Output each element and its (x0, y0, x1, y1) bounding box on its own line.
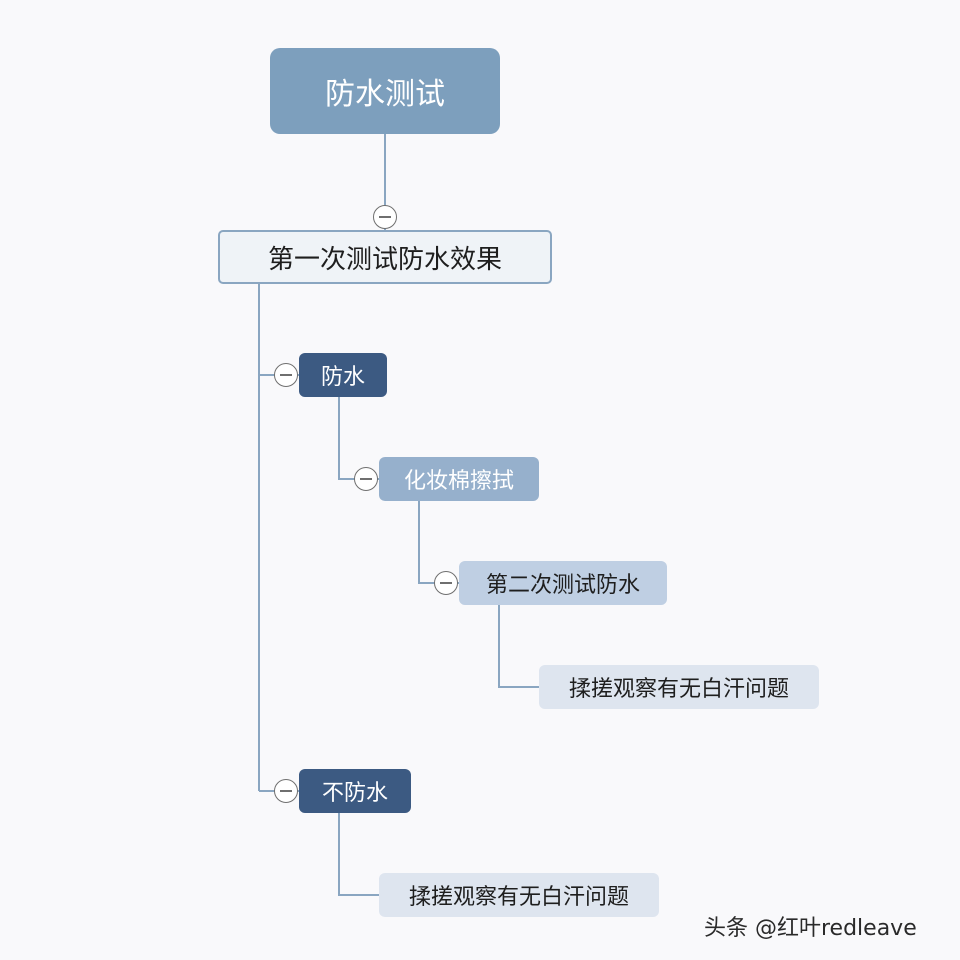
connector-waterproof-huazhuang (338, 397, 379, 480)
cotton-wipe-label: 化妆棉擦拭 (403, 469, 514, 494)
connector-notwaterproof-rub (338, 813, 379, 896)
second-test-node[interactable]: 第二次测试防水 (459, 561, 667, 605)
not-waterproof-label: 不防水 (321, 781, 388, 806)
waterproof-node[interactable]: 防水 (299, 353, 387, 397)
rub-observe-label: 揉搓观察有无白汗问题 (568, 677, 789, 702)
not-waterproof-node[interactable]: 不防水 (299, 769, 411, 813)
second-test-label: 第二次测试防水 (485, 573, 640, 598)
connector-huazhuang-second (418, 501, 459, 584)
root-label: 防水测试 (325, 77, 445, 112)
collapse-icon[interactable] (354, 467, 378, 491)
level1-label: 第一次测试防水效果 (267, 244, 502, 275)
rub-observe-node-2[interactable]: 揉搓观察有无白汗问题 (379, 873, 659, 917)
watermark-text: 头条 @红叶redleave (704, 916, 917, 941)
connector-second-rub (498, 605, 539, 688)
collapse-icon[interactable] (434, 571, 458, 595)
rub-observe-node[interactable]: 揉搓观察有无白汗问题 (539, 665, 819, 709)
cotton-wipe-node[interactable]: 化妆棉擦拭 (379, 457, 539, 501)
collapse-icon[interactable] (274, 779, 298, 803)
rub-observe-label-2: 揉搓观察有无白汗问题 (408, 885, 629, 910)
level1-node[interactable]: 第一次测试防水效果 (218, 230, 552, 284)
root-node[interactable]: 防水测试 (270, 48, 500, 134)
waterproof-label: 防水 (320, 365, 365, 390)
collapse-icon[interactable] (274, 363, 298, 387)
collapse-icon[interactable] (373, 205, 397, 229)
